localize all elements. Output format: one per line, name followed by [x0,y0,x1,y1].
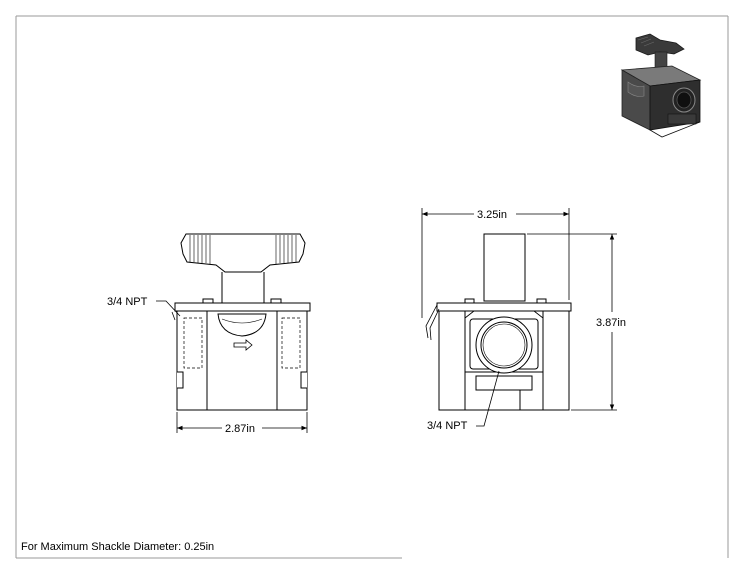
left-width-dimension [176,412,308,433]
t-handle [180,233,306,273]
right-npt-label: 3/4 NPT [427,420,468,432]
stem-tube [483,233,526,302]
left-npt-label: 3/4 NPT [107,296,148,308]
right-width-label: 3.25in [477,209,507,221]
top-plate [436,302,572,312]
flow-arrow-icon [233,339,253,351]
right-height-dimension [527,233,617,411]
top-plate [174,302,311,312]
right-width-dimension [421,208,570,318]
footer-note: For Maximum Shackle Diameter: 0.25in [21,541,214,553]
right-npt-callout: 3/4 NPT [427,370,500,432]
stem [221,272,265,303]
left-width-label: 2.87in [225,423,255,435]
right-view [425,233,572,411]
left-view [171,233,311,411]
sheet-border [15,15,729,559]
flow-window [217,313,267,337]
shackle-wire [425,304,440,341]
right-height-label: 3.87in [596,317,626,329]
isometric-thumbnail [620,33,702,138]
left-npt-callout: 3/4 NPT [107,296,181,317]
